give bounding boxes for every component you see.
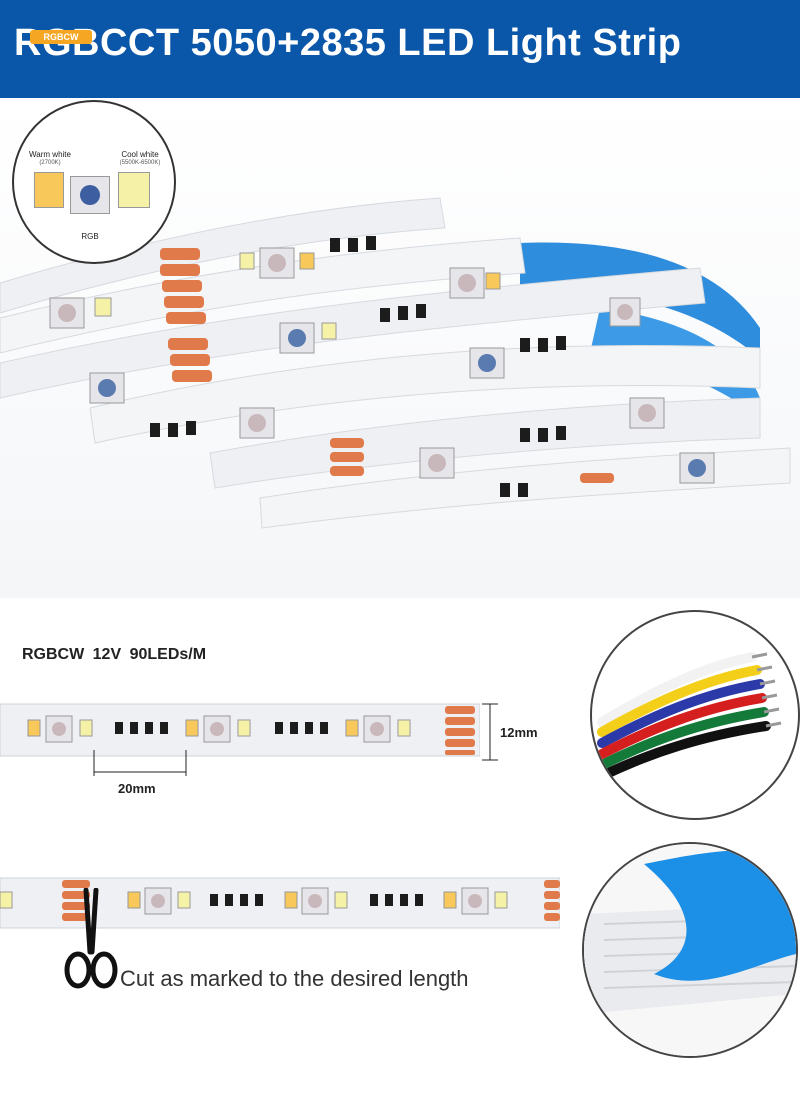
wire-connector-inset — [590, 610, 800, 820]
cool-white-label: Cool white — [121, 150, 159, 159]
warm-white-chip — [34, 172, 64, 208]
cool-white-temp: (5500K-6500K) — [119, 160, 161, 166]
warm-white-label: Warm white — [29, 150, 71, 159]
spacing-dimension-label: 20mm — [118, 781, 156, 796]
header-banner — [0, 0, 800, 98]
cut-instruction: Cut as marked to the desired length — [120, 966, 469, 991]
spec-label: RGBCW 12V 90LEDs/M — [22, 646, 207, 663]
width-dimension-label: 12mm — [500, 725, 538, 740]
scissors-icon — [64, 888, 118, 989]
cool-white-chip — [118, 172, 150, 208]
adhesive-backing-inset — [582, 842, 798, 1058]
rgb-chip — [70, 176, 110, 214]
spec-strip-diagram — [0, 703, 480, 757]
width-dimension-line — [482, 703, 498, 761]
warm-white-temp: (2700K) — [39, 160, 61, 166]
spacing-dimension-line — [93, 750, 187, 776]
page-title: RGBCCT 5050+2835 LED Light Strip — [14, 22, 682, 64]
inset-tag: RGBCW — [30, 30, 92, 44]
rgb-label: RGB — [81, 232, 99, 241]
